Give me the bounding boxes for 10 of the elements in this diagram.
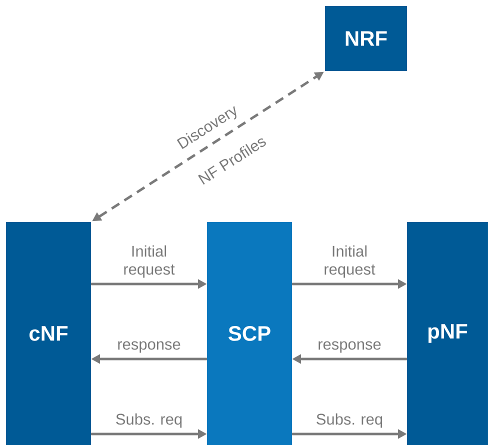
edge-label: Initial request [124, 245, 175, 278]
node-box: cNF [6, 222, 91, 445]
node-box: pNF [407, 222, 488, 445]
edge-label: Subs. req [116, 413, 182, 428]
edge-label: response [318, 341, 381, 353]
node-box: NRF [325, 6, 407, 71]
edge-label: response [118, 341, 180, 353]
edge-label: Initial request [324, 245, 376, 278]
edge-label: Subs. req [316, 413, 382, 428]
node-box: SCP [207, 222, 292, 445]
